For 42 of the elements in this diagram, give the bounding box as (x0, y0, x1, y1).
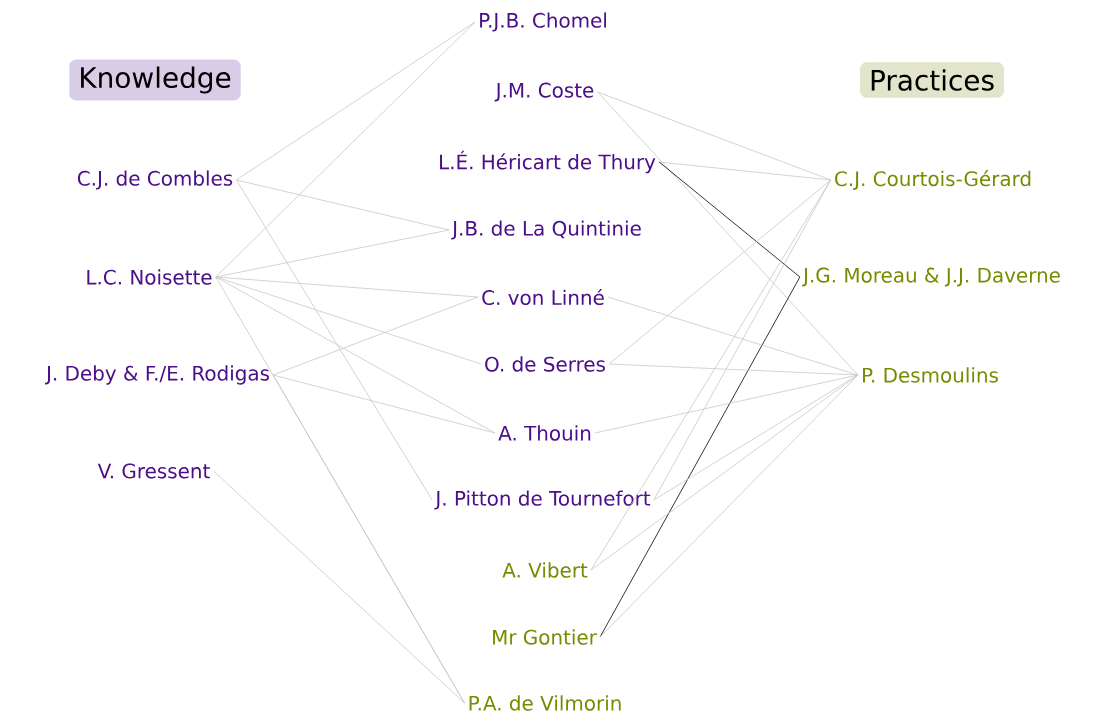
name-label: C.J. Courtois-Gérard (835, 170, 1031, 190)
name-label: J.M. Coste (494, 82, 594, 102)
connector-line (599, 374, 859, 638)
name-label: L.C. Noisette (87, 269, 212, 285)
connector-line (658, 161, 832, 181)
name-label: A. Vibert (502, 562, 588, 578)
name-label: L.É. Héricart de Thury (440, 150, 656, 174)
connector-line (236, 179, 450, 231)
connector-line (653, 374, 859, 501)
name-label: V. Gressent (97, 463, 210, 479)
name-label: P.J.B. Chomel (480, 12, 606, 32)
connector-line (599, 276, 801, 638)
connector-line (594, 374, 859, 434)
name-label: J. Pitton de Tournefort (434, 490, 651, 510)
name-label: C. von Linné (482, 288, 604, 306)
category-heading: Practices (860, 62, 1004, 98)
connector-line (272, 296, 479, 376)
connector-line (215, 229, 450, 278)
connector-line (215, 21, 476, 278)
name-label: C.J. de Combles (77, 170, 233, 190)
connector-line (608, 363, 859, 376)
name-label: J.B. de La Quintinie (451, 220, 641, 240)
connector-line (213, 470, 465, 704)
name-label: J. Deby & F./E. Rodigas (45, 365, 270, 385)
connector-line (215, 276, 482, 365)
connector-line (215, 276, 496, 434)
connector-line (590, 179, 832, 571)
category-heading: Knowledge (69, 59, 241, 101)
name-label: P. Desmoulins (863, 367, 998, 383)
connector-line (236, 179, 433, 501)
connector-line (658, 161, 801, 278)
connector-line (272, 374, 465, 704)
connector-line (597, 91, 832, 181)
name-label: O. de Serres (485, 356, 605, 372)
name-label: P.A. de Vilmorin (469, 695, 621, 711)
name-label: A. Thouin (498, 425, 591, 441)
connector-line (597, 91, 859, 376)
name-label: Mr Gontier (493, 629, 597, 645)
connector-line (272, 374, 496, 434)
name-label: J.G. Moreau & J.J. Daverne (802, 267, 1060, 287)
connector-line (608, 179, 832, 365)
connector-line (215, 276, 479, 298)
